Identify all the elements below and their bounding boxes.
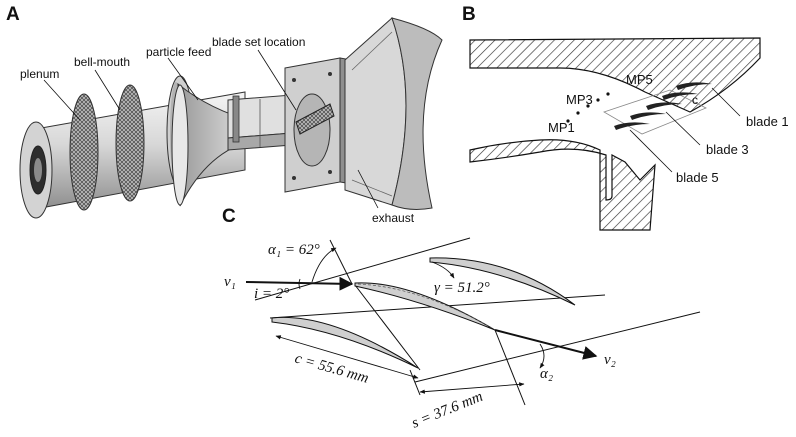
alpha1-ref-line	[329, 239, 353, 285]
cascade-frame	[603, 89, 707, 135]
test-section	[284, 57, 353, 193]
panel-b: B MP5 MP3 MP1	[462, 4, 789, 231]
label-bell-mouth: bell-mouth	[74, 55, 130, 69]
label-mp1: MP1	[548, 120, 575, 135]
bell-mouth	[171, 82, 256, 207]
panel-a-leaders	[43, 49, 379, 209]
panel-c-letter: C	[222, 206, 236, 227]
label-chord-length: c = 55.6 mm	[293, 350, 371, 386]
panel-c: C α₁ = 62°	[222, 206, 701, 432]
label-blade-3: blade 3	[706, 142, 749, 157]
label-incidence: i = 2°	[254, 286, 289, 302]
label-gamma: γ = 51.2°	[434, 280, 490, 296]
spacing-dimension	[419, 382, 525, 394]
upper-wall	[469, 37, 761, 113]
label-blade-set-location: blade set location	[212, 35, 305, 49]
chord-dimension	[275, 335, 419, 379]
label-chord-c: c	[692, 93, 698, 107]
panel-a-letter: A	[6, 4, 20, 25]
label-alpha1: α₁ = 62°	[268, 242, 320, 258]
label-v1: v₁	[224, 274, 236, 290]
label-exhaust: exhaust	[372, 211, 415, 225]
exhaust-diffuser	[344, 17, 443, 210]
label-mp3: MP3	[566, 92, 593, 107]
cascade-blades	[614, 82, 712, 130]
label-plenum: plenum	[20, 67, 59, 81]
label-spacing: s = 37.6 mm	[410, 389, 486, 432]
measurement-points	[566, 92, 610, 123]
label-v2: v₂	[604, 352, 616, 368]
panel-b-letter: B	[462, 4, 476, 25]
angle-arcs	[298, 247, 545, 369]
label-blade-5: blade 5	[676, 170, 719, 185]
label-blade-1: blade 1	[746, 114, 789, 129]
label-alpha2: α₂	[540, 366, 553, 382]
panel-b-leaders	[629, 87, 741, 173]
v2-arrow	[494, 329, 598, 360]
label-particle-feed: particle feed	[146, 45, 211, 59]
label-mp5: MP5	[626, 72, 653, 87]
lower-wall	[469, 139, 656, 231]
panel-a: A	[6, 4, 443, 225]
blade-profiles	[271, 257, 576, 369]
